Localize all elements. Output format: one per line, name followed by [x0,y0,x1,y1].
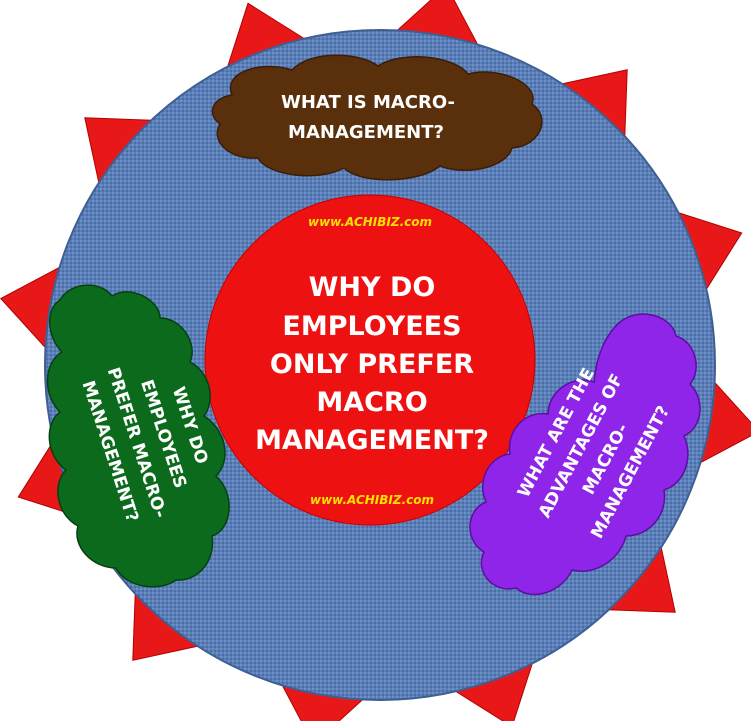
watermark-top: www.ACHIBIZ.com [308,215,432,229]
center-line: ONLY PREFER [270,349,474,380]
watermark-bottom: www.ACHIBIZ.com [310,493,434,507]
left-cloud: WHY DO EMPLOYEES PREFER MACRO- MANAGEMEN… [46,284,230,588]
center-line: WHY DO [309,272,436,303]
left-cloud-shape [46,284,230,588]
center-line: MANAGEMENT? [255,425,489,456]
top-cloud-line: MANAGEMENT? [288,122,444,143]
top-cloud: WHAT IS MACRO- MANAGEMENT? [211,54,543,181]
right-cloud-shape [469,313,701,596]
top-cloud-line: WHAT IS MACRO- [281,92,455,113]
center-question: WHY DO EMPLOYEES ONLY PREFER MACRO MANAG… [255,272,489,456]
center-line: EMPLOYEES [282,311,461,342]
center-circle [204,194,536,526]
center-line: MACRO [316,387,427,418]
top-cloud-shape [211,54,543,181]
